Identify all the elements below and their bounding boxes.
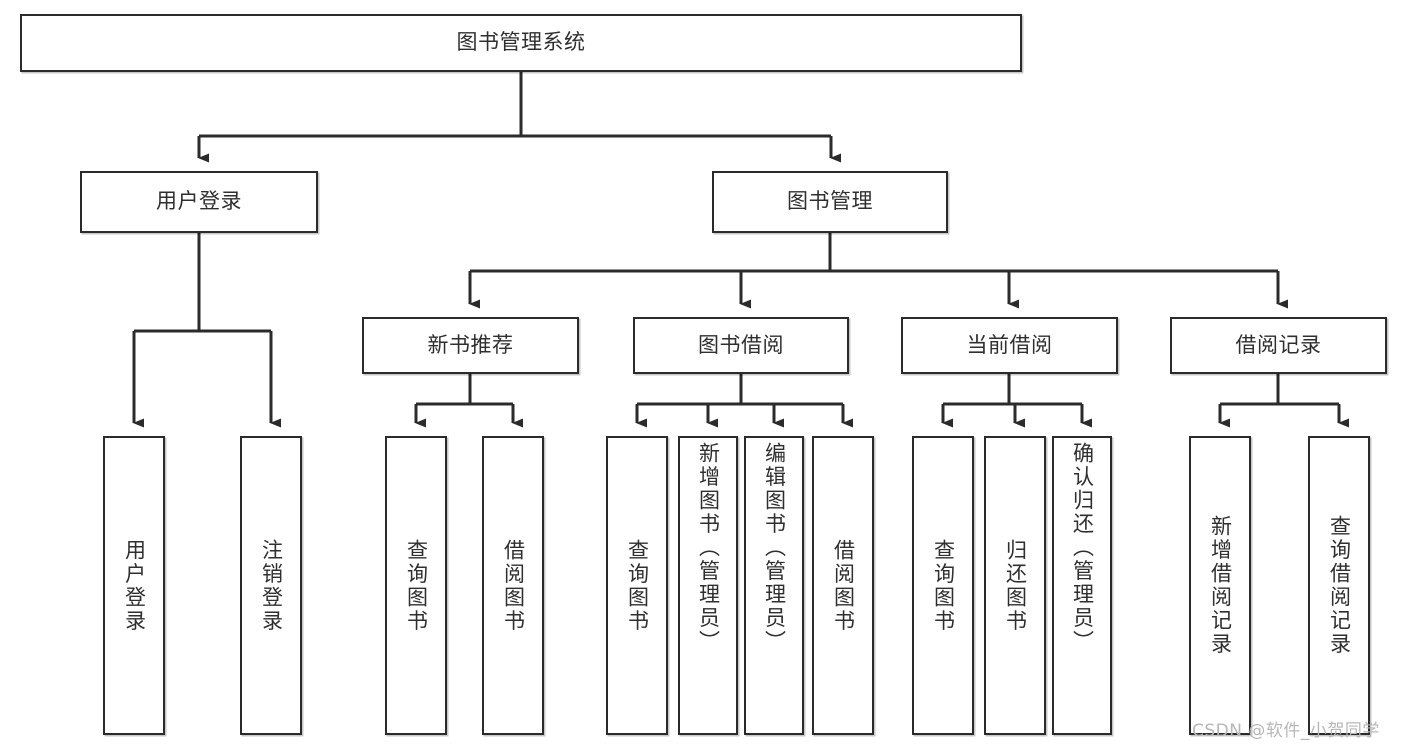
node-new-book-rec[interactable]: 新书推荐 (362, 317, 579, 374)
node-book-borrow[interactable]: 图书借阅 (633, 317, 849, 374)
node-leaf-query-record[interactable]: 查询借阅记录 (1308, 436, 1370, 735)
node-leaf-add-book-label: 新增图书（管理员） (696, 442, 721, 654)
node-leaf-query-book-label: 查询图书 (625, 538, 650, 633)
node-book-manage[interactable]: 图书管理 (712, 171, 948, 233)
node-new-book-rec-label: 新书推荐 (427, 332, 514, 357)
node-book-manage-label: 图书管理 (787, 189, 873, 214)
node-leaf-logout-label: 注销登录 (259, 538, 284, 633)
node-leaf-user-login-label: 用户登录 (122, 538, 147, 633)
node-current-borrow[interactable]: 当前借阅 (901, 317, 1118, 374)
node-user-login-label: 用户登录 (156, 189, 242, 214)
node-book-borrow-label: 图书借阅 (698, 332, 784, 357)
node-leaf-query-book[interactable]: 查询图书 (606, 436, 668, 735)
node-leaf-edit-book[interactable]: 编辑图书（管理员） (744, 436, 804, 735)
node-leaf-borrow-book-rec-label: 借阅图书 (501, 538, 526, 633)
node-leaf-return-book-label: 归还图书 (1003, 538, 1028, 633)
node-leaf-edit-book-label: 编辑图书（管理员） (762, 442, 787, 654)
node-root-label: 图书管理系统 (456, 30, 586, 55)
node-leaf-return-book[interactable]: 归还图书 (984, 436, 1046, 735)
node-borrow-record-label: 借阅记录 (1235, 332, 1322, 357)
node-leaf-add-record-label: 新增借阅记录 (1208, 515, 1233, 656)
node-leaf-query-book-cur[interactable]: 查询图书 (912, 436, 974, 735)
node-user-login[interactable]: 用户登录 (80, 171, 318, 233)
node-leaf-add-record[interactable]: 新增借阅记录 (1189, 436, 1251, 735)
node-leaf-query-record-label: 查询借阅记录 (1327, 515, 1352, 656)
node-leaf-borrow-book-rec[interactable]: 借阅图书 (482, 436, 544, 735)
node-leaf-confirm-return-label: 确认归还（管理员） (1070, 442, 1095, 654)
node-borrow-record[interactable]: 借阅记录 (1170, 317, 1387, 374)
node-leaf-user-login[interactable]: 用户登录 (103, 436, 165, 735)
node-leaf-borrow-book[interactable]: 借阅图书 (812, 436, 874, 735)
node-leaf-logout[interactable]: 注销登录 (240, 436, 302, 735)
node-current-borrow-label: 当前借阅 (966, 332, 1053, 357)
node-root[interactable]: 图书管理系统 (20, 14, 1022, 72)
node-leaf-query-book-cur-label: 查询图书 (931, 538, 956, 633)
node-leaf-query-book-rec-label: 查询图书 (404, 538, 429, 633)
node-leaf-confirm-return[interactable]: 确认归还（管理员） (1052, 436, 1112, 735)
node-leaf-query-book-rec[interactable]: 查询图书 (385, 436, 447, 735)
node-leaf-add-book[interactable]: 新增图书（管理员） (678, 436, 738, 735)
node-leaf-borrow-book-label: 借阅图书 (831, 538, 856, 633)
watermark-text: CSDN @软件_小贺同学 (1192, 721, 1380, 741)
